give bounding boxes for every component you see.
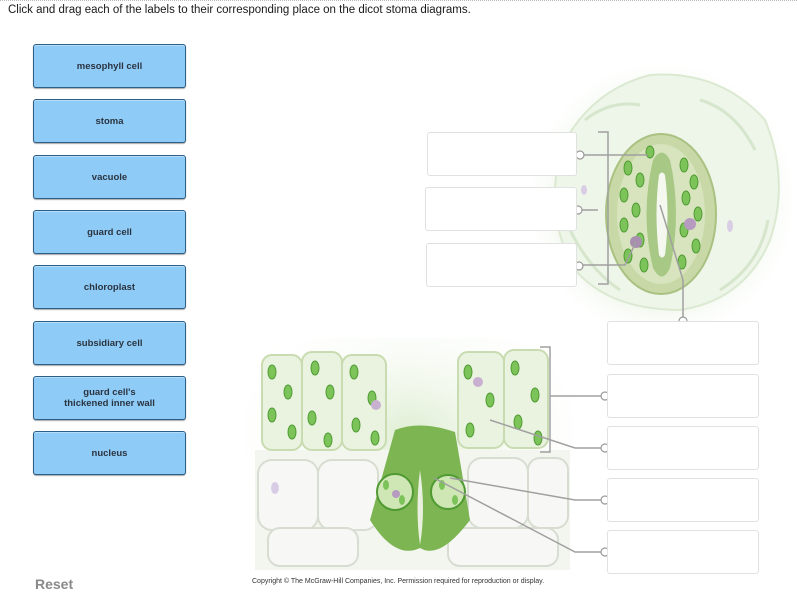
drop-zone-7[interactable] [607,478,759,522]
drop-zone-4[interactable] [607,321,759,365]
label-text: guard cell [87,226,132,238]
label-subsidiary-cell[interactable]: subsidiary cell [33,321,186,365]
top-dotted-rule [0,0,797,1]
label-text: vacuole [91,171,128,183]
cross-section-illustration [246,338,610,575]
reset-button[interactable]: Reset [35,576,74,592]
label-vacuole[interactable]: vacuole [33,155,186,199]
copyright-text: Copyright © The McGraw-Hill Companies, I… [252,578,545,585]
label-nucleus[interactable]: nucleus [33,431,186,475]
drop-zone-5[interactable] [607,374,759,418]
drop-zone-6[interactable] [607,426,759,470]
surface-view-illustration [522,55,797,345]
label-text: guard cell's thickened inner wall [64,387,155,409]
label-text: stoma [95,115,124,127]
label-text: chloroplast [83,281,136,293]
instructions-text: Click and drag each of the labels to the… [8,4,471,16]
label-chloroplast[interactable]: chloroplast [33,265,186,309]
label-stoma[interactable]: stoma [33,99,186,143]
drop-zone-3[interactable] [426,243,577,287]
label-guard-cell[interactable]: guard cell [33,210,186,254]
label-thickened-inner-wall[interactable]: guard cell's thickened inner wall [33,376,186,420]
label-mesophyll-cell[interactable]: mesophyll cell [33,44,186,88]
label-text: subsidiary cell [76,337,143,349]
label-text: nucleus [91,447,128,459]
label-text: mesophyll cell [76,60,143,72]
drop-zone-8[interactable] [607,530,759,574]
drop-zone-1[interactable] [427,132,577,176]
drop-zone-2[interactable] [425,187,577,231]
